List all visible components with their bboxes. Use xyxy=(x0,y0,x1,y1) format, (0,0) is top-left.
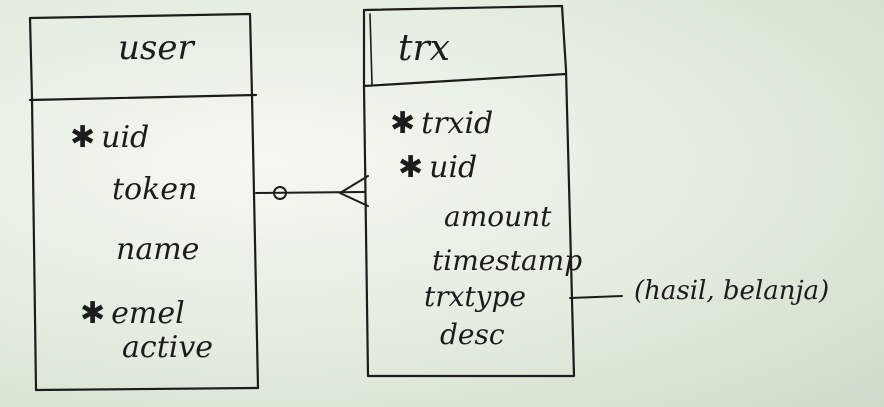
trx-field-amount-label: amount xyxy=(444,200,552,233)
trx-field-desc: desc xyxy=(440,318,505,351)
trxtype-values-annotation: (hasil, belanja) xyxy=(634,276,830,306)
relationship-connector xyxy=(255,175,369,207)
trx-field-trxtype-label: trxtype xyxy=(424,280,526,313)
user-field-name: name xyxy=(116,232,199,267)
user-field-token-label: token xyxy=(112,172,198,207)
trx-entity-title: trx xyxy=(398,28,450,69)
user-field-emel: ✱emel xyxy=(80,296,185,331)
user-field-emel-label: emel xyxy=(111,296,185,331)
primary-key-star-icon: ✱ xyxy=(70,120,96,155)
trx-field-trxid: ✱trxid xyxy=(390,106,493,141)
primary-key-star-icon: ✱ xyxy=(390,106,416,141)
user-field-token: token xyxy=(112,172,197,207)
trx-field-trxtype: trxtype xyxy=(424,280,526,313)
user-field-active-label: active xyxy=(122,330,214,365)
trx-field-uid: ✱uid xyxy=(398,150,477,185)
user-field-name-label: name xyxy=(116,232,200,267)
user-entity-title: user xyxy=(118,28,194,68)
user-entity-box xyxy=(28,12,260,392)
user-field-uid: ✱uid xyxy=(70,120,149,155)
unique-key-star-icon: ✱ xyxy=(80,296,106,331)
trx-field-desc-label: desc xyxy=(440,318,505,351)
user-field-active: active xyxy=(122,330,213,365)
trx-field-trxid-label: trxid xyxy=(421,106,494,141)
trx-field-timestamp: timestamp xyxy=(432,244,582,277)
annotation-connector xyxy=(569,295,623,299)
foreign-key-star-icon: ✱ xyxy=(398,150,424,185)
user-field-uid-label: uid xyxy=(101,120,150,155)
trx-field-amount: amount xyxy=(444,200,551,233)
trx-field-timestamp-label: timestamp xyxy=(432,244,583,277)
trx-field-uid-label: uid xyxy=(429,150,478,185)
trx-entity-box xyxy=(362,4,576,378)
